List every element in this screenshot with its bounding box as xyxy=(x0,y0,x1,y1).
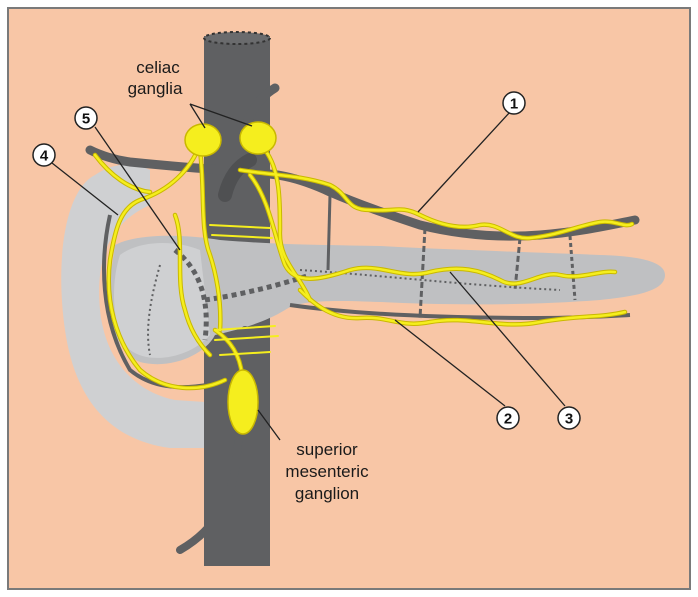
pancreatic-duct xyxy=(173,248,209,341)
caudal-pancreatic-artery-2 xyxy=(568,235,577,301)
celiac-label-line1: celiac xyxy=(136,58,180,77)
sm-ganglion-label-line1: superior xyxy=(296,440,358,459)
svg-text:1: 1 xyxy=(510,96,518,113)
nerve-plexus xyxy=(92,142,635,391)
hepatic-artery xyxy=(85,145,230,175)
duodenum xyxy=(61,164,205,449)
callout-4: 4 xyxy=(32,143,56,167)
sm-ganglion-label-line2: mesenteric xyxy=(285,462,369,481)
pancreas xyxy=(109,235,665,365)
svg-text:2: 2 xyxy=(504,411,512,428)
duct-branch xyxy=(204,272,311,303)
celiac-ganglion-left xyxy=(184,123,222,157)
callout-3: 3 xyxy=(557,406,581,430)
svg-text:5: 5 xyxy=(82,111,90,128)
sm-ganglion-label-line3: ganglion xyxy=(295,484,359,503)
celiac-trunk xyxy=(218,153,257,202)
celiac-ganglion-right xyxy=(239,121,277,155)
leader-lines xyxy=(51,103,566,441)
callout-5: 5 xyxy=(74,106,98,130)
callout-1: 1 xyxy=(502,91,526,115)
celiac-label-line2: ganglia xyxy=(128,79,183,98)
callout-2: 2 xyxy=(496,406,520,430)
intrapancreatic-vessel xyxy=(147,264,161,356)
aorta-top xyxy=(203,31,271,45)
svg-text:4: 4 xyxy=(40,148,49,165)
svg-text:3: 3 xyxy=(565,411,573,428)
dorsal-pancreatic-artery xyxy=(326,194,332,271)
intrapancreatic-vessel-2 xyxy=(299,269,561,291)
pancreas-head xyxy=(114,243,210,358)
superior-mesenteric-ganglion xyxy=(227,369,259,435)
